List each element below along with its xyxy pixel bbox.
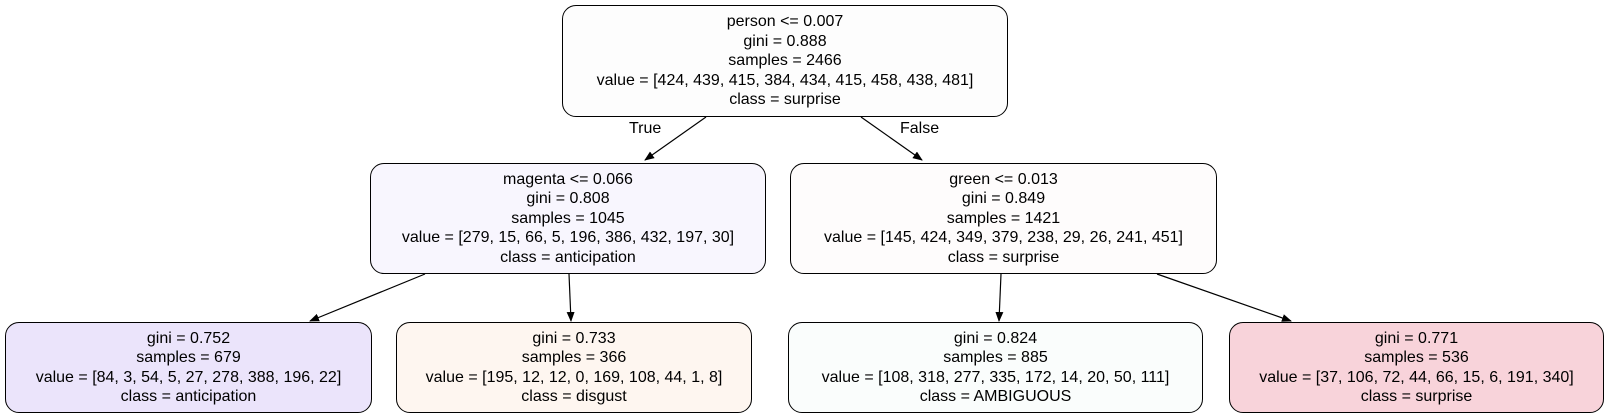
node-left-right-line: value = [195, 12, 12, 0, 169, 108, 44, 1… xyxy=(425,368,723,386)
node-right-right-line: value = [37, 106, 72, 44, 66, 15, 6, 191… xyxy=(1259,368,1574,386)
node-left-line: value = [279, 15, 66, 5, 196, 386, 432, … xyxy=(401,229,735,247)
edge-root-left xyxy=(644,116,707,161)
node-right-line: green <= 0.013 xyxy=(949,170,1058,188)
node-left-left-line: samples = 679 xyxy=(136,349,241,366)
node-right-left-line: class = AMBIGUOUS xyxy=(919,388,1072,405)
node-right-line: samples = 1421 xyxy=(946,209,1061,227)
node-left-left-line: gini = 0.752 xyxy=(146,329,231,347)
node-left-left-line: class = anticipation xyxy=(120,388,257,405)
node-left-right-line: gini = 0.733 xyxy=(532,329,616,347)
node-left-left-line: value = [84, 3, 54, 5, 27, 278, 388, 196… xyxy=(35,368,342,386)
edge-right-rr xyxy=(1156,273,1292,322)
node-root-line: class = surprise xyxy=(729,91,841,109)
node-root-line: gini = 0.888 xyxy=(743,32,827,50)
node-right-left-line: gini = 0.824 xyxy=(953,329,1038,347)
node-left-line: gini = 0.808 xyxy=(526,190,610,208)
node-right-right-line: samples = 536 xyxy=(1364,349,1469,366)
node-right-left-line: samples = 885 xyxy=(943,349,1048,366)
node-left: magenta <= 0.066 gini = 0.808 samples = … xyxy=(370,163,766,274)
node-right-left: gini = 0.824 samples = 885 value = [108,… xyxy=(788,322,1203,413)
node-left-line: samples = 1045 xyxy=(511,209,625,227)
edge-right-rl xyxy=(995,273,1004,322)
edge-left-ll xyxy=(309,273,426,322)
node-left-right: gini = 0.733 samples = 366 value = [195,… xyxy=(396,322,752,413)
node-right-line: gini = 0.849 xyxy=(961,190,1046,208)
node-root-line: person <= 0.007 xyxy=(726,13,844,31)
edge-label-true: True xyxy=(629,120,662,137)
node-right-left-line: value = [108, 318, 277, 335, 172, 14, 20… xyxy=(821,368,1170,386)
node-root-line: samples = 2466 xyxy=(728,52,842,70)
node-right-right: gini = 0.771 samples = 536 value = [37, … xyxy=(1229,322,1604,413)
node-root-line: value = [424, 439, 415, 384, 434, 415, 4… xyxy=(596,71,974,89)
node-right-line: class = surprise xyxy=(947,248,1060,266)
node-left-left: gini = 0.752 samples = 679 value = [84, … xyxy=(5,322,372,413)
node-right: green <= 0.013 gini = 0.849 samples = 14… xyxy=(790,163,1217,274)
node-right-right-line: class = surprise xyxy=(1360,388,1473,405)
edge-label-false: False xyxy=(900,120,940,137)
node-left-right-line: class = disgust xyxy=(521,388,627,405)
node-left-line: class = anticipation xyxy=(500,248,636,266)
node-left-line: magenta <= 0.066 xyxy=(503,170,633,188)
edge-left-lr xyxy=(566,273,575,322)
node-right-right-line: gini = 0.771 xyxy=(1374,329,1459,347)
node-right-line: value = [145, 424, 349, 379, 238, 29, 26… xyxy=(824,229,1183,247)
edge-root-right xyxy=(860,116,923,161)
node-root: person <= 0.007 gini = 0.888 samples = 2… xyxy=(562,5,1008,117)
node-left-right-line: samples = 366 xyxy=(521,349,627,366)
